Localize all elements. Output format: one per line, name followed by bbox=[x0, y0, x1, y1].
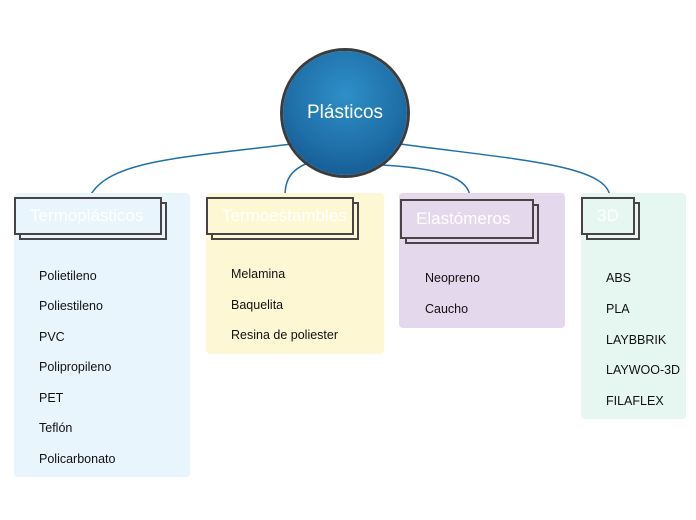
leaf-item[interactable]: Polipropileno bbox=[39, 360, 112, 374]
leaf-item[interactable]: Policarbonato bbox=[39, 452, 116, 466]
branch-node-termoestambles[interactable]: Termoestambles bbox=[206, 197, 359, 240]
branch-label: Termoplásticos bbox=[30, 206, 144, 225]
branch-label: 3D bbox=[597, 206, 619, 225]
connector-root-3d bbox=[399, 143, 611, 197]
leaf-item[interactable]: LAYWOO-3D bbox=[606, 363, 681, 377]
branch-node-termoplasticos[interactable]: Termoplásticos bbox=[14, 197, 167, 240]
branch-label: Elastómeros bbox=[416, 209, 511, 228]
root-label: Plásticos bbox=[306, 102, 384, 123]
leaf-item[interactable]: FILAFLEX bbox=[606, 394, 664, 408]
leaf-item[interactable]: Resina de poliester bbox=[231, 328, 339, 342]
leaf-item[interactable]: PVC bbox=[39, 330, 65, 344]
leaf-item[interactable]: PLA bbox=[606, 302, 630, 316]
leaf-item[interactable]: Caucho bbox=[425, 302, 469, 316]
panel-termoplasticos bbox=[14, 193, 190, 477]
connector-root-termoplasticos bbox=[89, 142, 301, 197]
root-node[interactable]: Plásticos bbox=[283, 51, 407, 175]
leaf-item[interactable]: Melamina bbox=[231, 267, 286, 281]
connector-root-elastomeros bbox=[379, 164, 471, 199]
leaf-item[interactable]: Polietileno bbox=[39, 269, 97, 283]
leaf-item[interactable]: Baquelita bbox=[231, 298, 284, 312]
branch-node-elastomeros[interactable]: Elastómeros bbox=[400, 199, 539, 244]
leaf-item[interactable]: Teflón bbox=[39, 421, 73, 435]
leaf-item[interactable]: PET bbox=[39, 391, 64, 405]
leaf-item[interactable]: LAYBBRIK bbox=[606, 333, 667, 347]
leaf-item[interactable]: Poliestileno bbox=[39, 299, 103, 313]
branch-label: Termoestambles bbox=[222, 206, 347, 225]
leaf-item[interactable]: Neopreno bbox=[425, 271, 480, 285]
branch-node-3d[interactable]: 3D bbox=[581, 197, 640, 240]
leaf-item[interactable]: ABS bbox=[606, 271, 632, 285]
